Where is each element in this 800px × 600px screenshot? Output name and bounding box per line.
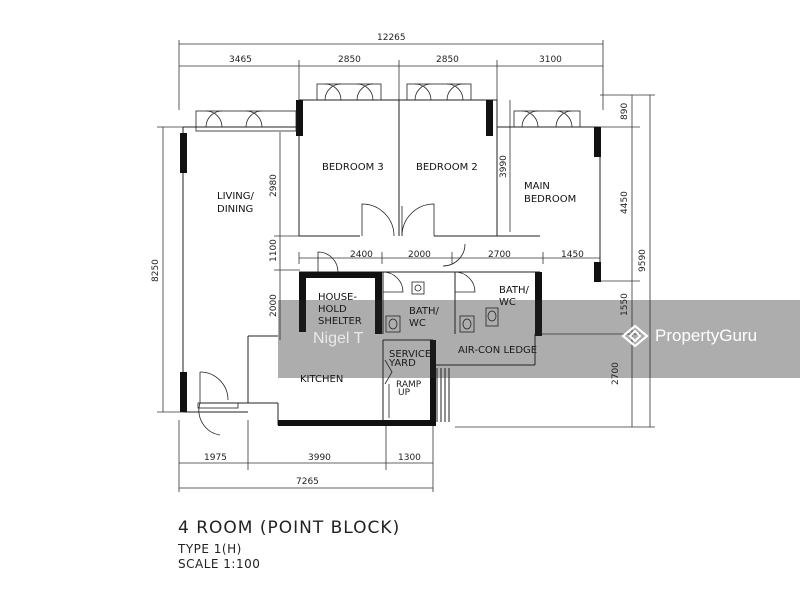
room-label-bath1-2: WC bbox=[409, 318, 426, 329]
dim-bottom-2: 3990 bbox=[308, 453, 331, 463]
dim-top-2: 2850 bbox=[338, 55, 361, 65]
dim-top-4: 3100 bbox=[539, 55, 562, 65]
dimension-labels: 12265 3465 2850 2850 3100 2700 1550 4450… bbox=[151, 33, 648, 487]
room-label-aircon: AIR-CON LEDGE bbox=[458, 345, 537, 356]
room-label-living-1: LIVING/ bbox=[217, 191, 255, 202]
dim-mid-2700: 2700 bbox=[488, 250, 511, 260]
doors bbox=[197, 203, 476, 436]
room-label-kitchen: KITCHEN bbox=[300, 374, 343, 385]
dim-top-1: 3465 bbox=[229, 55, 252, 65]
room-label-living-2: DINING bbox=[217, 204, 253, 215]
room-label-main-1: MAIN bbox=[524, 181, 550, 192]
propertyguru-logo-icon bbox=[621, 324, 649, 348]
dim-right-overall: 9590 bbox=[638, 249, 648, 272]
dim-bottom-3: 1300 bbox=[398, 453, 421, 463]
dim-left-overall: 8250 bbox=[151, 259, 161, 282]
dim-mid-2400: 2400 bbox=[350, 250, 373, 260]
watermark-name: Nigel T bbox=[313, 330, 364, 347]
dim-right-3: 1550 bbox=[620, 293, 630, 316]
dim-bottom-1: 1975 bbox=[204, 453, 227, 463]
title-block: 4 ROOM (POINT BLOCK) TYPE 1(H) SCALE 1:1… bbox=[178, 518, 401, 571]
plan-type: TYPE 1(H) bbox=[178, 542, 242, 556]
room-label-bath2-2: WC bbox=[499, 297, 516, 308]
dim-inner-1100: 1100 bbox=[269, 239, 279, 262]
plan-scale: SCALE 1:100 bbox=[178, 557, 261, 571]
room-labels: BEDROOM 3 BEDROOM 2 MAIN BEDROOM LIVING/… bbox=[217, 162, 576, 398]
dim-overall-top: 12265 bbox=[377, 33, 406, 43]
dimension-lines bbox=[157, 40, 655, 492]
dim-inner-2000: 2000 bbox=[269, 294, 279, 317]
windows bbox=[195, 83, 581, 132]
room-label-bath1-1: BATH/ bbox=[409, 306, 440, 317]
dim-top-3: 2850 bbox=[436, 55, 459, 65]
watermark-logo: PropertyGuru bbox=[621, 324, 757, 348]
dim-right-2: 4450 bbox=[620, 191, 630, 214]
room-label-shelter-3: SHELTER bbox=[318, 316, 362, 327]
ramp-label-2: UP bbox=[398, 388, 411, 398]
dim-right-1: 890 bbox=[620, 103, 630, 120]
dim-mid-1450: 1450 bbox=[561, 250, 584, 260]
room-label-service-1: SERVICE bbox=[389, 349, 431, 360]
watermark-band bbox=[278, 300, 800, 378]
room-label-bedroom3: BEDROOM 3 bbox=[322, 162, 384, 173]
room-label-shelter-2: HOLD bbox=[318, 304, 347, 315]
ramp-label-1: RAMP bbox=[396, 380, 422, 390]
fixtures bbox=[384, 281, 499, 418]
room-label-service-2: YARD bbox=[388, 358, 416, 369]
watermark-brand: PropertyGuru bbox=[655, 326, 758, 345]
room-label-main-2: BEDROOM bbox=[524, 194, 576, 205]
structural-walls bbox=[180, 100, 601, 426]
dim-bottom-overall: 7265 bbox=[296, 477, 319, 487]
room-label-shelter-1: HOUSE- bbox=[318, 292, 357, 303]
dim-right-4: 2700 bbox=[611, 362, 621, 385]
dim-inner-3990: 3990 bbox=[499, 155, 509, 178]
dim-inner-2980: 2980 bbox=[269, 174, 279, 197]
room-label-bath2-1: BATH/ bbox=[499, 285, 530, 296]
dim-mid-2000: 2000 bbox=[408, 250, 431, 260]
room-label-bedroom2: BEDROOM 2 bbox=[416, 162, 478, 173]
plan-title: 4 ROOM (POINT BLOCK) bbox=[178, 518, 401, 538]
